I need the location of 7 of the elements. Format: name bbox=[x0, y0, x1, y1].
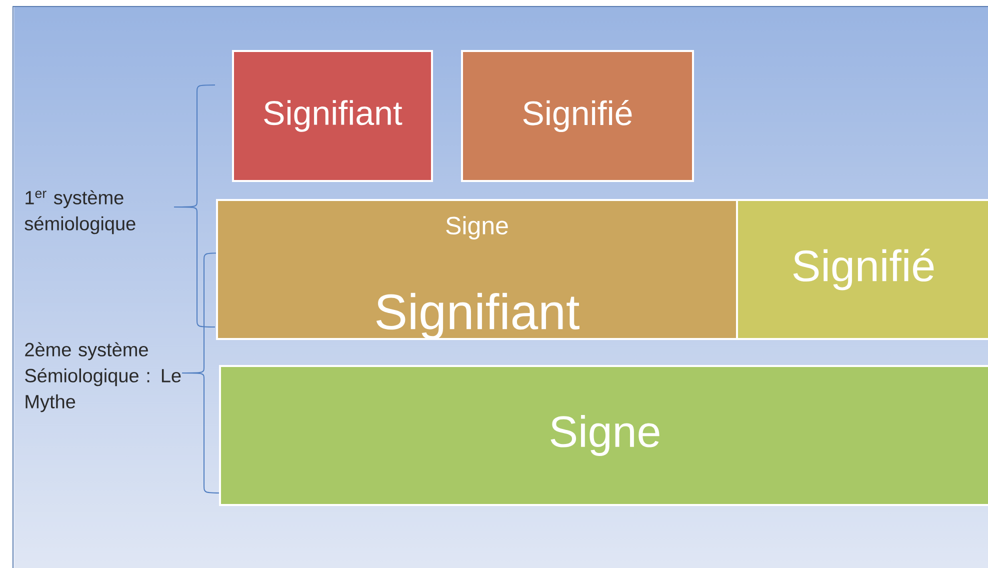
sign-box: Signifié bbox=[736, 199, 988, 340]
sign-box: Signifié bbox=[461, 50, 694, 182]
side-label: 1$^{er}$ système sémiologique bbox=[24, 190, 136, 234]
sign-box: Signe bbox=[219, 365, 988, 506]
side-label: 2ème système Sémiologique : Le Mythe bbox=[25, 342, 181, 412]
sign-box: Signe Signifiant bbox=[216, 199, 738, 340]
sign-box: Signifiant bbox=[232, 50, 433, 182]
